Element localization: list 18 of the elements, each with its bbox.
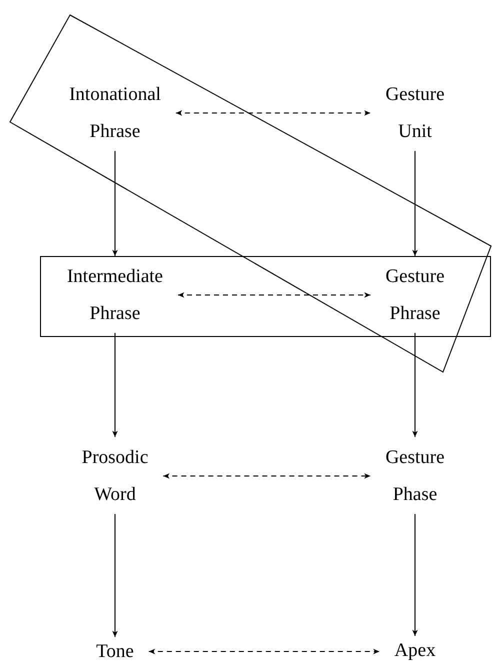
node-label: Tone — [96, 639, 134, 665]
dashed-arrow — [178, 292, 371, 298]
arrow — [412, 514, 418, 636]
arrow — [112, 332, 118, 438]
node-label: Apex — [394, 638, 436, 664]
dashed-arrow — [162, 473, 371, 479]
node-label: Prosodic Word — [82, 439, 148, 513]
node-label: Gesture Phrase — [385, 258, 445, 332]
dashed-arrow — [148, 648, 380, 654]
dashed-arrow — [175, 110, 371, 116]
node-label: Gesture Unit — [385, 76, 445, 150]
node-label: Gesture Phase — [385, 439, 445, 513]
arrow — [112, 514, 118, 638]
node-label: Intonational Phrase — [69, 76, 161, 150]
node-label: Intermediate Phrase — [66, 258, 163, 332]
arrow — [412, 332, 418, 438]
arrow — [412, 150, 418, 256]
arrow — [112, 150, 118, 256]
